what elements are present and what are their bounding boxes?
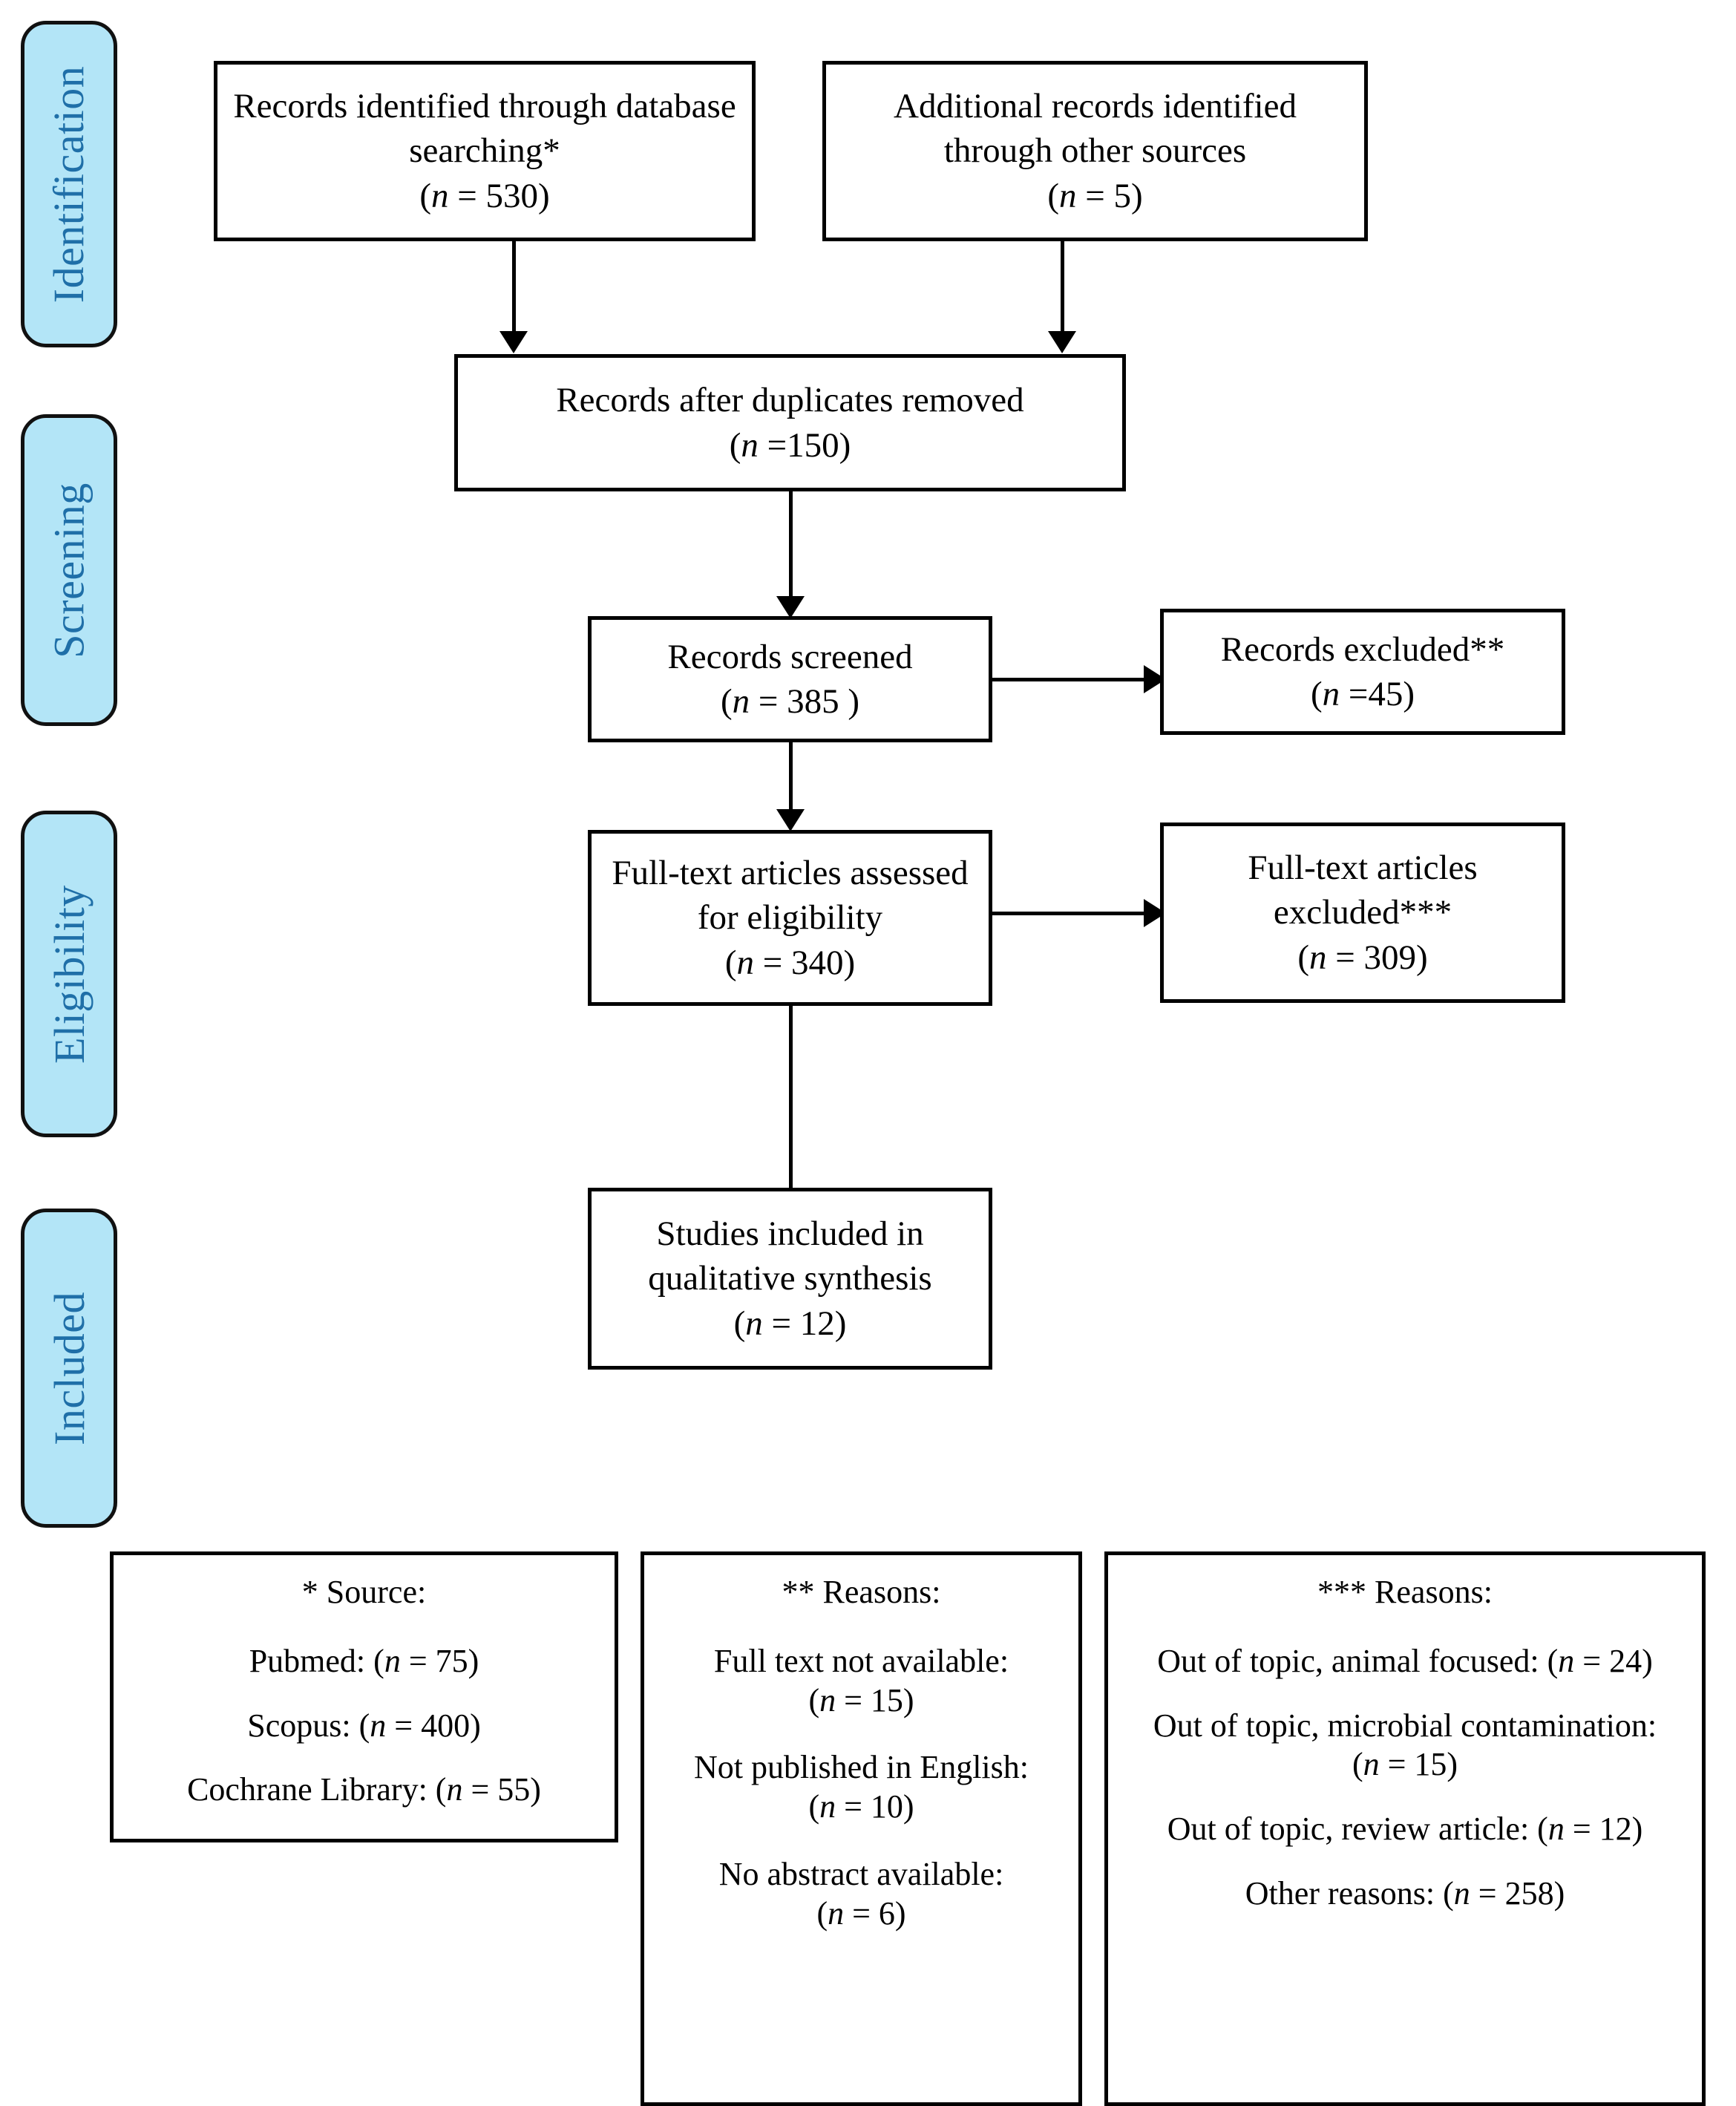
note-row-label: No abstract available:: [718, 1855, 1004, 1892]
box-line: for eligibility: [697, 898, 883, 938]
box-line: Records excluded**: [1220, 629, 1505, 669]
arrowhead-db-to-duplicates: [499, 331, 528, 353]
note-row: Scopus: (n = 400): [247, 1707, 481, 1744]
note-row: Cochrane Library: (n = 55): [187, 1771, 541, 1808]
note-heading: ** Reasons:: [782, 1574, 941, 1610]
box-studies-included: Studies included in qualitative synthesi…: [588, 1188, 992, 1370]
box-line: excluded***: [1273, 893, 1452, 932]
box-line: through other sources: [943, 131, 1247, 171]
box-line: Additional records identified: [894, 87, 1297, 126]
arrowhead-screened-to-fulltext: [776, 809, 805, 831]
stage-label-identification: Identification: [45, 65, 94, 303]
arrowhead-duplicates-to-screened: [776, 596, 805, 618]
box-count: (n = 309): [1297, 938, 1428, 977]
stage-label-eligibility: Eligibility: [45, 884, 94, 1064]
box-records-after-duplicates: Records after duplicates removed (n =150…: [454, 354, 1126, 491]
note-box-source: * Source: Pubmed: (n = 75) Scopus: (n = …: [110, 1551, 618, 1842]
stage-label-screening: Screening: [45, 482, 94, 658]
box-line: Studies included in: [656, 1214, 924, 1254]
connector-fulltext-to-included: [789, 1006, 793, 1195]
note-box-reasons-screening: ** Reasons: Full text not available: (n …: [641, 1551, 1082, 2106]
stage-pill-included: Included: [21, 1209, 117, 1528]
note-row-count: (n = 15): [808, 1681, 914, 1719]
note-box-reasons-fulltext: *** Reasons: Out of topic, animal focuse…: [1104, 1551, 1706, 2106]
box-count: (n =150): [729, 425, 851, 465]
box-records-screened: Records screened (n = 385 ): [588, 616, 992, 742]
box-count: (n = 530): [419, 176, 550, 215]
note-row: Other reasons: (n = 258): [1245, 1874, 1565, 1912]
note-row-label: Full text not available:: [713, 1642, 1009, 1679]
box-records-excluded: Records excluded** (n =45): [1160, 609, 1565, 735]
box-records-identified-database: Records identified through database sear…: [214, 61, 756, 241]
box-line: Records after duplicates removed: [556, 381, 1024, 420]
note-heading: *** Reasons:: [1317, 1574, 1493, 1610]
box-count: (n = 5): [1047, 176, 1143, 215]
connector-duplicates-to-screened: [789, 491, 793, 599]
connector-screened-to-excluded: [992, 678, 1147, 681]
box-line: Records identified through database: [233, 87, 736, 126]
note-row: Pubmed: (n = 75): [249, 1642, 479, 1679]
box-count: (n = 340): [724, 943, 856, 982]
box-count: (n = 12): [733, 1304, 847, 1343]
connector-db-to-duplicates: [512, 241, 516, 334]
box-fulltext-assessed: Full-text articles assessed for eligibil…: [588, 830, 992, 1006]
box-count: (n = 385 ): [720, 682, 860, 721]
stage-pill-eligibility: Eligibility: [21, 811, 117, 1137]
note-row-count: (n = 15): [1352, 1746, 1458, 1783]
box-line: Full-text articles: [1248, 848, 1478, 888]
note-row-label: Out of topic, microbial contamination:: [1153, 1707, 1657, 1744]
connector-other-to-duplicates: [1061, 241, 1064, 334]
stage-label-included: Included: [45, 1291, 94, 1445]
note-row-label: Not published in English:: [694, 1749, 1029, 1786]
arrowhead-other-to-duplicates: [1048, 331, 1076, 353]
connector-screened-to-fulltext: [789, 742, 793, 813]
box-line: Records screened: [667, 637, 913, 676]
stage-pill-identification: Identification: [21, 21, 117, 347]
box-line: searching*: [409, 131, 560, 171]
note-row-count: (n = 6): [816, 1894, 906, 1932]
note-row-count: (n = 10): [808, 1788, 914, 1825]
box-line: qualitative synthesis: [648, 1259, 932, 1298]
note-row: Out of topic, review article: (n = 12): [1167, 1811, 1643, 1848]
stage-pill-screening: Screening: [21, 414, 117, 726]
box-fulltext-excluded: Full-text articles excluded*** (n = 309): [1160, 823, 1565, 1003]
connector-fulltext-to-excluded: [992, 912, 1147, 915]
note-row: Out of topic, animal focused: (n = 24): [1157, 1642, 1653, 1679]
box-records-identified-other: Additional records identified through ot…: [822, 61, 1368, 241]
note-heading: * Source:: [301, 1574, 427, 1610]
box-line: Full-text articles assessed: [612, 854, 969, 893]
box-count: (n =45): [1310, 675, 1415, 713]
